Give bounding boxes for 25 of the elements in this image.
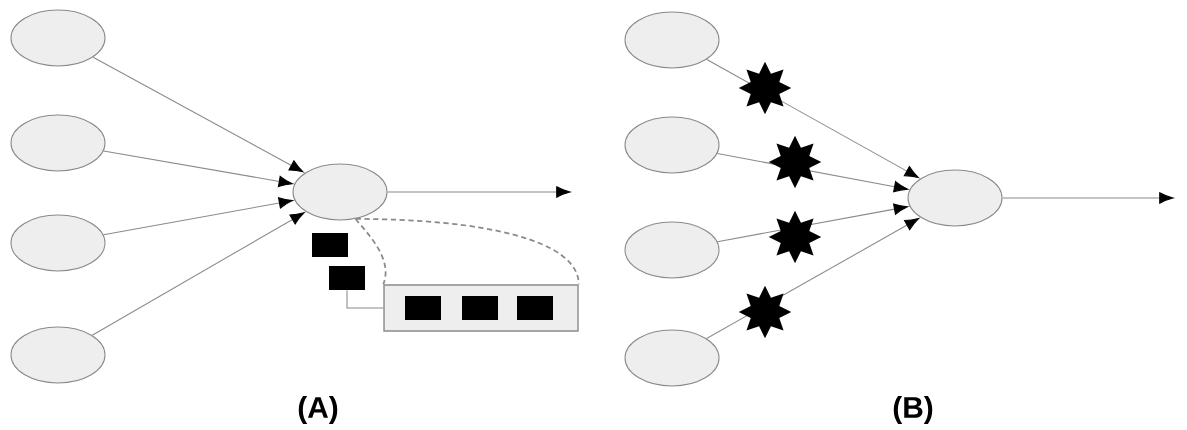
neuron-circle — [624, 11, 720, 69]
spike-square — [517, 296, 553, 320]
arrow — [346, 289, 384, 309]
neuron-circle — [907, 169, 1003, 227]
neuron-circle — [292, 163, 388, 221]
arrow — [387, 186, 571, 198]
arrow — [103, 197, 293, 236]
arrow — [103, 150, 293, 188]
connector — [354, 218, 387, 286]
neuron-circle — [10, 326, 106, 384]
panel-label: (B) — [893, 396, 933, 424]
arrow — [91, 212, 305, 336]
spike-square — [462, 296, 498, 320]
neuron-circle — [10, 214, 106, 272]
spike-square — [405, 296, 441, 320]
neuron-circle — [10, 9, 106, 67]
neuron-circle — [624, 329, 720, 387]
spike-square — [329, 266, 365, 290]
neuron-circle — [10, 114, 106, 172]
spike-square — [312, 233, 348, 257]
arrow — [1002, 192, 1174, 204]
neuron-circle — [624, 116, 720, 174]
arrow — [92, 56, 304, 173]
panel-label: (A) — [298, 396, 338, 424]
neuron-circle — [624, 221, 720, 279]
